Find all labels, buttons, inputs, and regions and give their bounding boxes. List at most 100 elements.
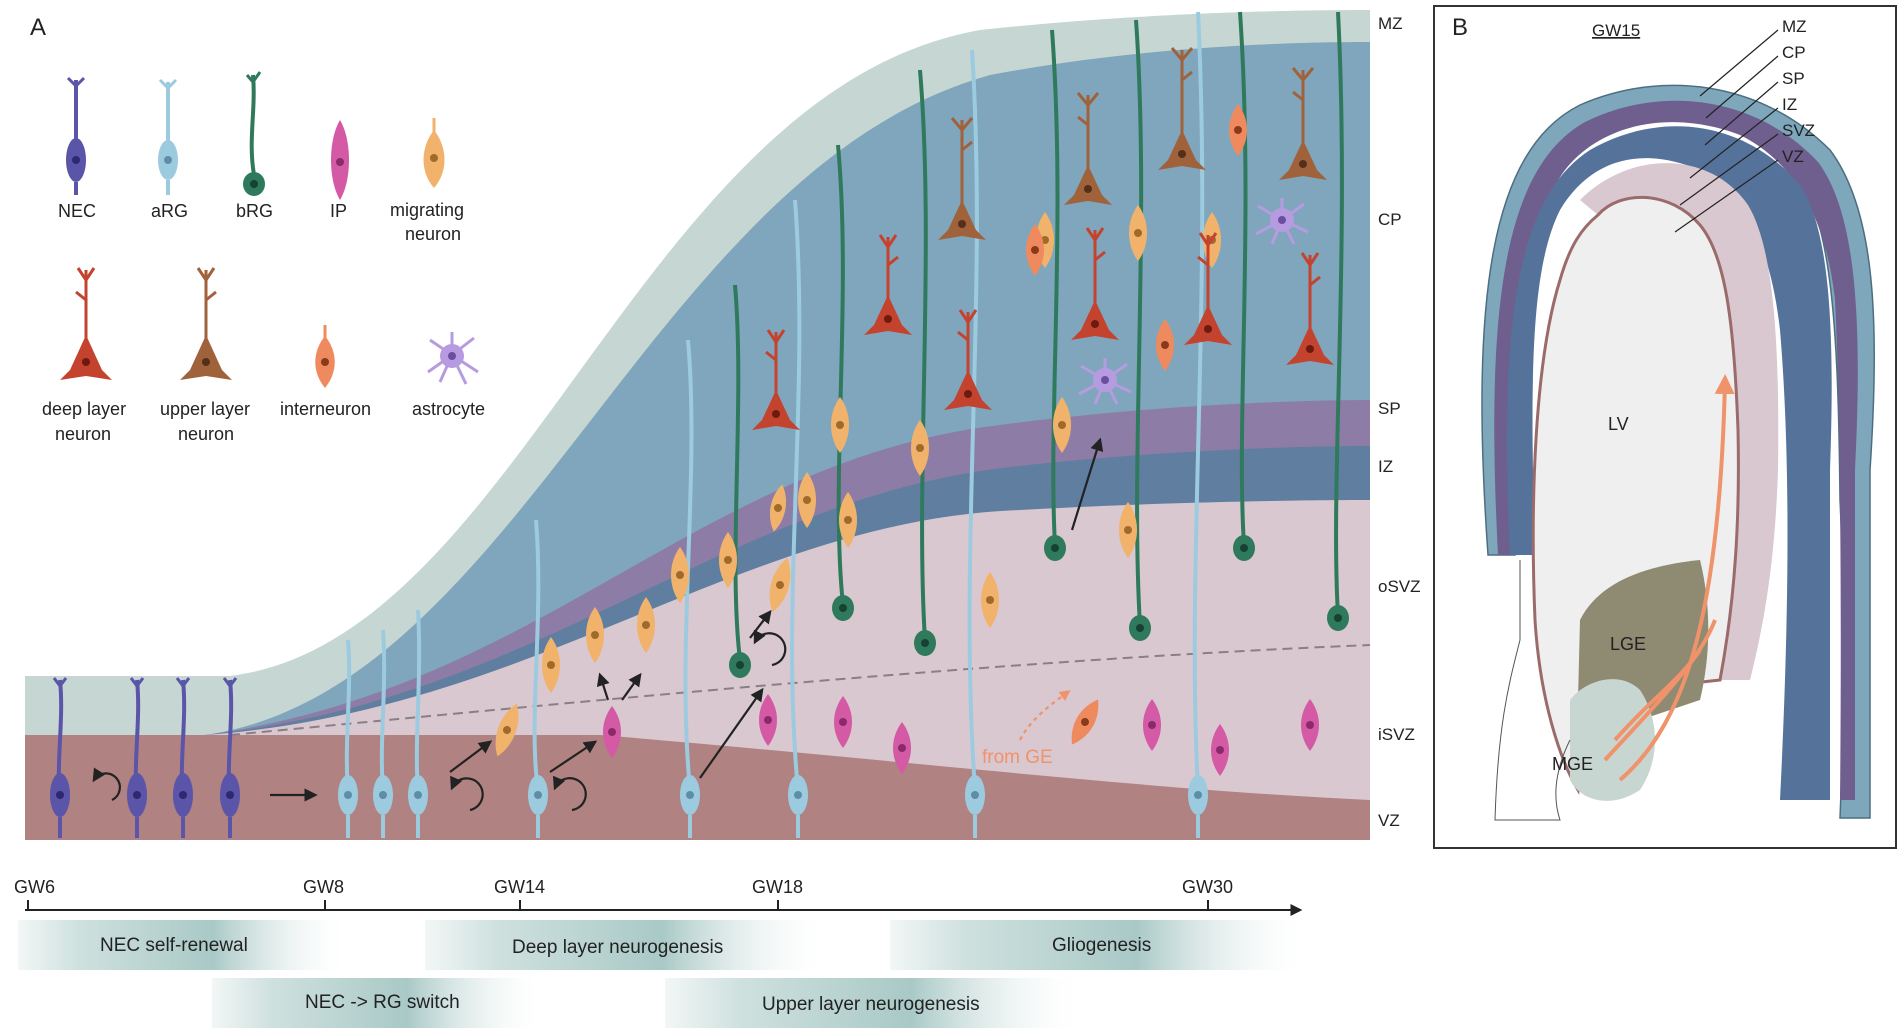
arrow xyxy=(1070,437,1104,531)
phase-label-upper-layer: Upper layer neurogenesis xyxy=(762,994,980,1015)
migrating-neuron xyxy=(1119,502,1137,558)
arg-cell xyxy=(788,199,808,838)
phase-label-nec-self-renewal: NEC self-renewal xyxy=(100,935,248,956)
migrating-neuron xyxy=(769,557,791,613)
brg-cells xyxy=(729,11,1349,678)
arrow xyxy=(749,609,772,639)
cp-layer xyxy=(1494,100,1858,801)
migrating-neuron xyxy=(1053,397,1071,453)
migrating-neuron xyxy=(637,597,655,653)
region-label-lv: LV xyxy=(1608,414,1629,434)
astrocyte xyxy=(1255,198,1309,245)
interneuron xyxy=(1156,319,1174,371)
arrow xyxy=(549,740,598,773)
brg-cell xyxy=(832,144,854,621)
timeline-ticks xyxy=(27,900,1209,910)
legend-label-upper-2: neuron xyxy=(178,424,234,444)
from-ge-label: from GE xyxy=(982,747,1053,768)
migrating-neuron xyxy=(671,547,689,603)
arg-cell xyxy=(965,49,985,838)
iz-layer xyxy=(1506,126,1832,800)
tick-label-gw18: GW18 xyxy=(752,877,803,897)
deep-layer-neurons xyxy=(752,227,1334,430)
phase-label-gliogenesis: Gliogenesis xyxy=(1052,935,1151,956)
brg-cell xyxy=(1233,11,1255,561)
timeline: GW6 GW8 GW14 GW18 GW30 NEC self-renewal … xyxy=(14,877,1303,1028)
upper-layer-neuron xyxy=(1279,67,1327,180)
arg-cells xyxy=(338,11,1208,838)
brg-cell xyxy=(729,284,751,678)
b-label-mz: MZ xyxy=(1782,17,1807,36)
deep-layer-neuron xyxy=(944,309,992,410)
legend-arg: aRG xyxy=(151,78,188,221)
nec-cell xyxy=(220,677,240,838)
ip-cell xyxy=(603,706,621,758)
svz-layer xyxy=(1580,163,1779,680)
layer-label-vz: VZ xyxy=(1378,811,1400,830)
panel-b: B GW15 MZ CP SP IZ SVZ xyxy=(1433,5,1897,849)
from-ge-arrow xyxy=(1019,690,1071,741)
legend-deep: deep layer neuron xyxy=(42,267,126,444)
ip-cell xyxy=(759,694,777,746)
legend-label-arg: aRG xyxy=(151,201,188,221)
region-label-mge: MGE xyxy=(1552,754,1593,774)
leader-line xyxy=(1705,55,1779,119)
legend-label-migrating-2: neuron xyxy=(405,224,461,244)
nec-cells xyxy=(50,677,240,838)
leader-line xyxy=(1704,81,1779,146)
phase-label-deep-layer: Deep layer neurogenesis xyxy=(512,937,723,958)
panel-b-leaders xyxy=(1674,29,1779,233)
migrating-neuron xyxy=(495,703,519,757)
astrocytes xyxy=(1078,198,1309,405)
migrating-neuron xyxy=(542,637,560,693)
tick-label-gw30: GW30 xyxy=(1182,877,1233,897)
region-label-lge: LGE xyxy=(1610,634,1646,654)
legend-brg: bRG xyxy=(236,71,273,221)
nec-cell xyxy=(50,677,70,838)
migrating-neuron xyxy=(981,572,999,628)
legend-interneuron: interneuron xyxy=(280,325,371,419)
deep-layer-neuron xyxy=(1184,232,1232,345)
panel-b-title: GW15 xyxy=(1592,21,1640,40)
interneuron xyxy=(1026,224,1044,276)
leader-line xyxy=(1699,29,1779,97)
arg-cell xyxy=(1188,11,1208,838)
migrating-neuron xyxy=(831,397,849,453)
panel-a-letter: A xyxy=(30,14,46,41)
hemisphere-section xyxy=(1481,84,1876,821)
leader-line xyxy=(1679,133,1779,206)
arg-cell xyxy=(338,639,358,838)
ip-cells xyxy=(603,694,1319,776)
interneuron xyxy=(1071,699,1099,745)
arg-cell xyxy=(373,629,393,838)
legend-label-interneuron: interneuron xyxy=(280,399,371,419)
layer-label-osvz: oSVZ xyxy=(1378,577,1421,596)
mge-region xyxy=(1570,679,1655,801)
interneurons xyxy=(1026,104,1247,745)
leader-line xyxy=(1674,159,1779,233)
brg-cell xyxy=(1129,19,1151,641)
phase-bar-deep-layer xyxy=(425,920,820,970)
arrow xyxy=(621,672,642,701)
nec-cell xyxy=(127,677,147,838)
self-renewal-arrow xyxy=(92,767,121,801)
legend-label-astrocyte: astrocyte xyxy=(412,399,485,419)
brg-cell xyxy=(914,69,936,656)
layer-label-cp: CP xyxy=(1378,210,1402,229)
deep-layer-neuron xyxy=(864,234,912,335)
legend-migrating: migrating neuron xyxy=(390,118,464,244)
migrating-neurons xyxy=(495,205,1221,757)
brg-cell xyxy=(1044,29,1066,561)
layer-label-sp: SP xyxy=(1378,399,1401,418)
self-renewal-arrow xyxy=(552,775,587,812)
lineage-arrows xyxy=(92,437,1104,812)
phase-label-nec-rg-switch: NEC -> RG switch xyxy=(305,992,460,1013)
self-renewal-arrow xyxy=(450,775,484,812)
migrating-neuron xyxy=(719,532,737,588)
ip-cell xyxy=(1143,699,1161,751)
arrow xyxy=(699,687,764,779)
legend-label-ip: IP xyxy=(330,201,347,221)
legend-astrocyte: astrocyte xyxy=(412,332,485,419)
panel-a: A MZ CP SP IZ oSVZ iSVZ VZ xyxy=(14,10,1421,1028)
migration-arrow xyxy=(1603,619,1717,762)
